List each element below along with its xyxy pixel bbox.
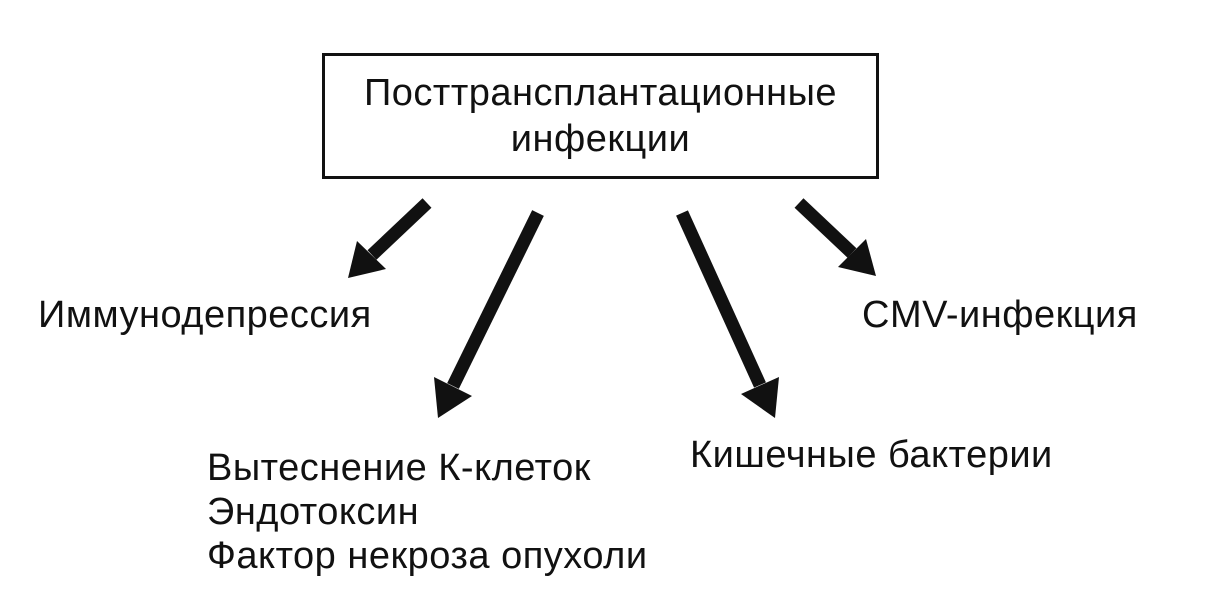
root-title-line-1: Посттрансплантационные [363, 72, 838, 114]
arrow-cmv [794, 198, 876, 276]
branch-displacement-group: Вытеснение К-клеток Эндотоксин Фактор не… [207, 446, 648, 578]
branch-immunodepression-text: Иммунодепрессия [38, 294, 372, 336]
branch-displacement-line-2: Эндотоксин [207, 491, 420, 533]
branch-displacement-line-3: Фактор некроза опухоли [207, 535, 648, 577]
arrow-intestinal-bacteria [676, 210, 779, 418]
branch-cmv: CMV-инфекция [862, 293, 1138, 337]
branch-displacement-line-1: Вытеснение К-клеток [207, 447, 591, 489]
branch-intestinal-bacteria: Кишечные бактерии [690, 433, 1053, 477]
root-title-line-2: инфекции [510, 118, 691, 160]
branch-immunodepression: Иммунодепрессия [38, 293, 372, 337]
branch-cmv-text: CMV-инфекция [862, 294, 1138, 336]
arrow-immunodepression [348, 198, 432, 278]
branch-intestinal-bacteria-text: Кишечные бактерии [690, 434, 1053, 476]
root-node: Посттрансплантационные инфекции [322, 53, 879, 179]
arrow-displacement [434, 210, 544, 418]
